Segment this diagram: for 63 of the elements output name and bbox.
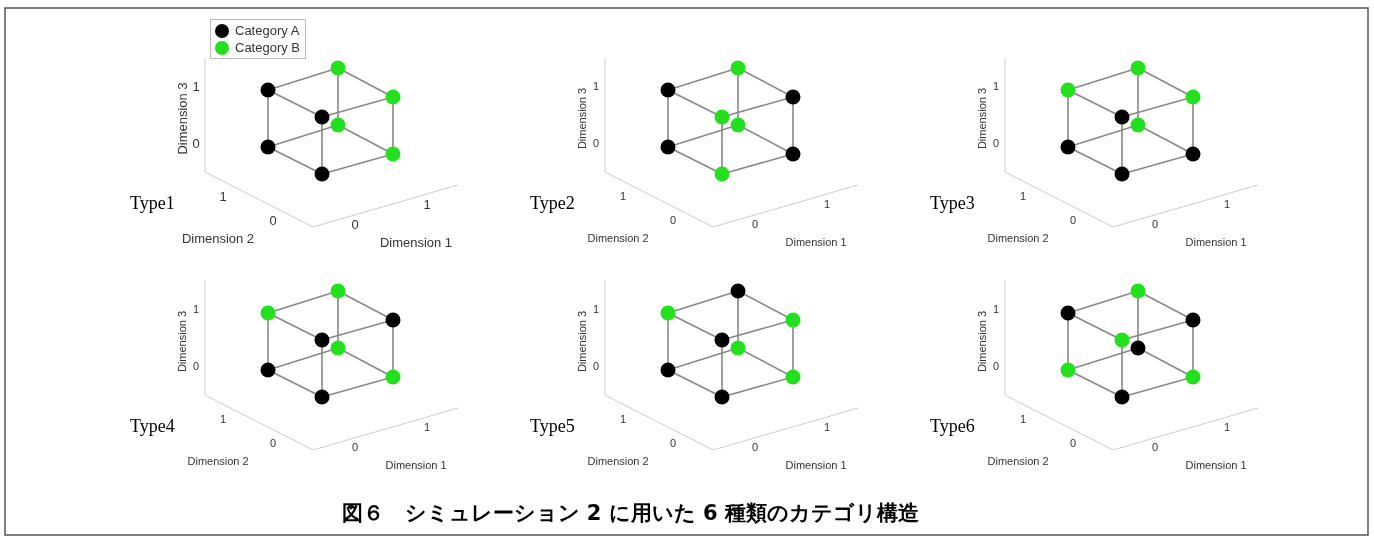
figure-caption: 図６ シミュレーション 2 に用いた 6 種類のカテゴリ構造 (341, 502, 919, 524)
tick-label: 1 (424, 421, 431, 433)
axis-title: Dimension 2 (182, 231, 255, 245)
tick-label: 0 (752, 218, 759, 230)
axis-title: Dimension 3 (576, 310, 588, 372)
panel-label: Type3 (930, 194, 975, 212)
panel-label: Type1 (130, 194, 175, 212)
legend-label: Category A (235, 23, 300, 38)
tick-label: 0 (269, 213, 277, 227)
tick-label: 0 (593, 137, 600, 149)
legend-label: Category B (235, 40, 301, 55)
tick-label: 0 (670, 437, 677, 449)
tick-label: 0 (752, 441, 759, 453)
tick-label: 0 (1152, 441, 1159, 453)
tick-label: 1 (423, 197, 431, 211)
axis-title: Dimension 1 (785, 236, 847, 248)
tick-label: 1 (824, 421, 831, 433)
tick-label: 1 (593, 303, 600, 315)
panel-label: Type6 (930, 417, 975, 435)
tick-label: 0 (193, 360, 200, 372)
axis-title: Dimension 3 (976, 87, 988, 149)
tick-label: 0 (670, 214, 677, 226)
tick-label: 1 (193, 303, 200, 315)
tick-label: 0 (192, 136, 200, 150)
axis-title: Dimension 1 (785, 459, 847, 471)
panel-label: Type5 (530, 417, 575, 435)
tick-label: 0 (351, 217, 359, 231)
tick-label: 1 (824, 198, 831, 210)
tick-label: 1 (620, 413, 627, 425)
axis-title: Dimension 2 (587, 455, 649, 467)
tick-label: 0 (1070, 437, 1077, 449)
tick-label: 0 (352, 441, 359, 453)
tick-label: 1 (219, 189, 227, 203)
tick-label: 1 (993, 80, 1000, 92)
tick-label: 1 (993, 303, 1000, 315)
tick-label: 1 (1020, 413, 1027, 425)
axis-title: Dimension 1 (385, 459, 447, 471)
tick-label: 0 (993, 360, 1000, 372)
tick-label: 1 (220, 413, 227, 425)
tick-label: 1 (1224, 198, 1231, 210)
tick-label: 1 (192, 79, 200, 93)
axis-title: Dimension 1 (380, 235, 453, 249)
axis-title: Dimension 3 (976, 310, 988, 372)
tick-label: 0 (1152, 218, 1159, 230)
panel-label: Type4 (130, 417, 175, 435)
tick-label: 1 (593, 80, 600, 92)
axis-title: Dimension 2 (987, 455, 1049, 467)
tick-label: 0 (1070, 214, 1077, 226)
panel-label: Type2 (530, 194, 575, 212)
tick-label: 1 (1224, 421, 1231, 433)
tick-label: 0 (993, 137, 1000, 149)
axis-title: Dimension 1 (1185, 236, 1247, 248)
axis-title: Dimension 3 (576, 87, 588, 149)
tick-label: 1 (620, 190, 627, 202)
tick-label: 0 (270, 437, 277, 449)
axis-title: Dimension 3 (175, 81, 189, 155)
axis-title: Dimension 2 (587, 232, 649, 244)
axis-title: Dimension 1 (1185, 459, 1247, 471)
axis-title: Dimension 3 (176, 310, 188, 372)
axis-title: Dimension 2 (987, 232, 1049, 244)
tick-label: 0 (593, 360, 600, 372)
axis-title: Dimension 2 (187, 455, 249, 467)
tick-label: 1 (1020, 190, 1027, 202)
